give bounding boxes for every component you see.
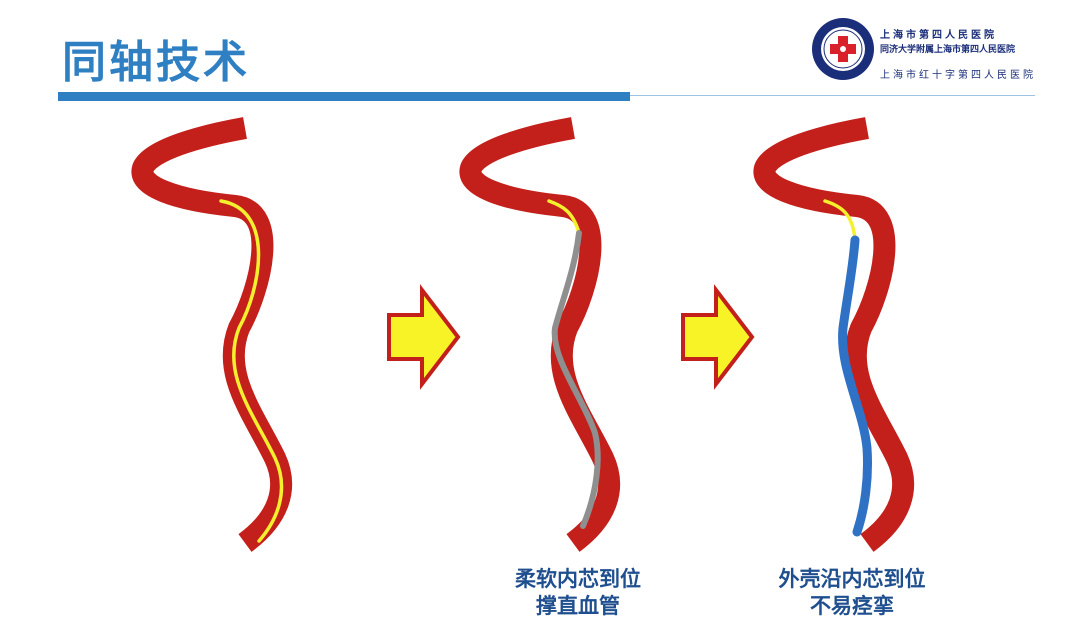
caption-soft-inner-core: 柔软内芯到位 撑直血管 [478, 566, 678, 620]
guidewire [219, 199, 284, 543]
title-underline [58, 92, 630, 101]
page-title: 同轴技术 [62, 37, 250, 88]
logo-affiliation: 同济大学附属上海市第四人民医院 [880, 45, 1016, 55]
right-arrow-icon [681, 284, 755, 390]
caption-line: 柔软内芯到位 [515, 567, 641, 591]
blood-vessel [142, 128, 281, 543]
title-divider-line [630, 95, 1035, 96]
hospital-logo: 上海市第四人民医院 同济大学附属上海市第四人民医院 上海市红十字第四人民医院 [810, 16, 1038, 84]
caption-line: 外壳沿内芯到位 [778, 567, 926, 591]
logo-hospital-name: 上海市第四人民医院 [880, 30, 997, 41]
guidewire-tip [823, 199, 857, 242]
panel-guidewire-only [142, 128, 281, 543]
hospital-seal-icon [812, 18, 874, 80]
guidewire-tip [547, 199, 581, 235]
soft-inner-core [551, 230, 601, 529]
blood-vessel [764, 128, 903, 543]
outer-shell-catheter [838, 235, 872, 537]
panel-soft-inner-core [470, 128, 609, 543]
logo-red-cross-name: 上海市红十字第四人民医院 [880, 70, 1036, 81]
caption-line: 撑直血管 [536, 594, 620, 618]
blood-vessel [470, 128, 609, 543]
right-arrow-icon [387, 284, 461, 390]
caption-line: 不易痉挛 [810, 594, 894, 618]
caption-outer-shell: 外壳沿内芯到位 不易痉挛 [752, 566, 952, 620]
panel-outer-shell [764, 128, 903, 543]
